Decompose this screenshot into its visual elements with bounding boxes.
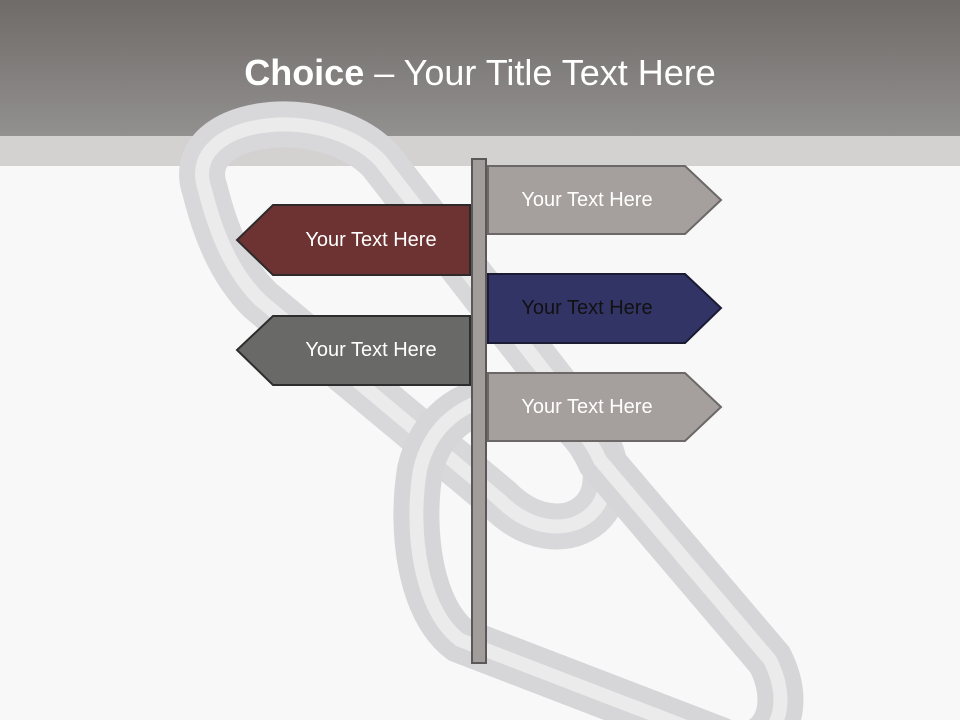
arrow-shape bbox=[235, 315, 471, 386]
sign-label: Your Text Here bbox=[305, 228, 437, 251]
signpost-arrow-right-1[interactable]: Your Text Here bbox=[487, 165, 723, 235]
title-bar bbox=[0, 0, 960, 136]
signpost-arrow-left-2[interactable]: Your Text Here bbox=[235, 315, 471, 386]
slide-title-rest: – Your Title Text Here bbox=[364, 52, 716, 93]
sign-label: Your Text Here bbox=[521, 395, 653, 418]
sign-label: Your Text Here bbox=[305, 339, 437, 361]
arrow-shape bbox=[487, 372, 723, 442]
arrow-shape bbox=[487, 273, 723, 344]
arrow-shape bbox=[487, 165, 723, 235]
sign-label: Your Text Here bbox=[521, 297, 653, 319]
slide-title-bold: Choice bbox=[244, 52, 365, 93]
slide-title: Choice – Your Title Text Here bbox=[0, 52, 960, 94]
signpost-arrow-right-3[interactable]: Your Text Here bbox=[487, 372, 723, 442]
signpost-arrow-left-1[interactable]: Your Text Here bbox=[235, 204, 471, 276]
sign-label: Your Text Here bbox=[521, 188, 653, 211]
arrow-shape bbox=[235, 204, 471, 276]
signpost-arrow-right-2[interactable]: Your Text Here bbox=[487, 273, 723, 344]
signpost-pole bbox=[471, 158, 487, 664]
